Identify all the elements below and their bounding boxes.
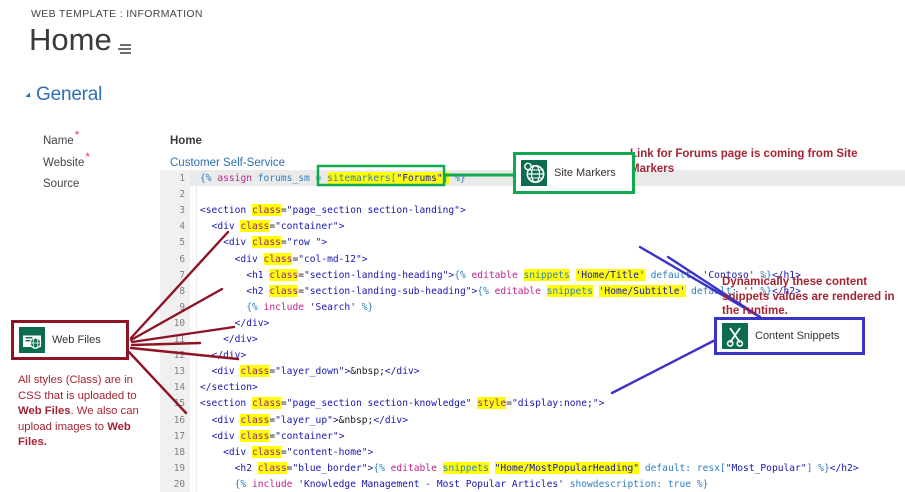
code-line-number: 12 — [173, 350, 185, 362]
code-line-number: 17 — [173, 430, 185, 442]
code-line-number: 13 — [173, 366, 185, 378]
code-line-number: 18 — [173, 446, 185, 458]
code-highlight — [252, 445, 281, 458]
code-line-number: 2 — [179, 189, 185, 201]
code-highlight — [442, 461, 489, 474]
code-line-number: 11 — [173, 334, 185, 345]
content-snippets-callout-box[interactable]: Content Snippets — [714, 317, 865, 355]
code-highlight — [269, 268, 299, 281]
code-line-number: 3 — [179, 205, 185, 217]
code-highlight — [494, 461, 640, 474]
web-files-label: Web Files — [52, 334, 101, 346]
required-asterisk-icon: * — [74, 128, 80, 143]
code-line[interactable]: <div class="content-home"> — [223, 446, 374, 458]
page-title: Home — [29, 22, 112, 57]
field-label-source: Source — [43, 178, 80, 190]
folder-web-file-icon — [19, 327, 45, 353]
hamburger-menu-icon[interactable] — [116, 44, 132, 56]
field-label-name-text: Name — [43, 135, 74, 147]
code-highlight — [240, 220, 270, 233]
code-line[interactable]: <section class="page_section section-kno… — [200, 398, 605, 410]
code-line[interactable]: <h2 class="blue_border">{% editable snip… — [234, 462, 859, 474]
field-label-website-text: Website — [43, 157, 85, 169]
code-highlight — [263, 252, 293, 265]
code-line[interactable]: {% include 'Knowledge Management - Most … — [234, 478, 709, 490]
required-asterisk-icon: * — [85, 150, 91, 165]
code-line[interactable]: <div class="row "> — [223, 237, 328, 249]
code-line[interactable]: <h2 class="section-landing-sub-heading">… — [246, 285, 801, 297]
code-line-number: 14 — [173, 382, 185, 394]
code-line[interactable]: <div class="layer_down">&nbsp;</div> — [211, 366, 420, 378]
code-line[interactable]: {% include 'Search' %} — [246, 301, 374, 313]
code-line[interactable]: <div class="container"> — [211, 221, 345, 233]
code-line-number: 15 — [173, 398, 185, 410]
section-header-general[interactable]: General — [36, 84, 103, 105]
annotation-site-markers-note: Link for Forums page is coming from Site… — [630, 148, 858, 175]
code-line[interactable]: </div> — [211, 350, 247, 362]
site-markers-label: Site Markers — [554, 167, 616, 179]
code-line-number: 6 — [179, 253, 185, 265]
code-highlight — [269, 284, 299, 297]
code-line-number: 19 — [173, 462, 185, 474]
code-line-number: 10 — [173, 317, 185, 329]
code-line[interactable]: </section> — [200, 382, 258, 394]
code-line[interactable]: <div class="col-md-12"> — [234, 253, 368, 265]
code-line-number: 9 — [179, 301, 185, 313]
gutter-separator — [196, 170, 197, 492]
site-markers-callout-box[interactable]: Site Markers — [513, 152, 635, 194]
web-files-callout-box[interactable]: Web Files — [11, 320, 129, 360]
code-highlight — [240, 365, 270, 378]
code-highlight — [257, 461, 287, 474]
code-highlight — [240, 429, 270, 442]
scissors-icon — [722, 323, 748, 349]
code-line[interactable]: </div> — [234, 317, 270, 329]
code-highlight — [477, 397, 507, 410]
code-line-number: 8 — [179, 285, 185, 297]
breadcrumb: WEB TEMPLATE : INFORMATION — [31, 8, 203, 20]
field-label-name: Name* — [43, 129, 79, 147]
code-line-number: 1 — [179, 173, 185, 184]
content-snippets-label: Content Snippets — [755, 330, 840, 342]
code-line-number: 20 — [173, 478, 185, 490]
code-highlight — [575, 268, 646, 281]
code-highlight — [240, 413, 270, 426]
annotation-content-snippets-note: Dynamically these content snippets value… — [722, 276, 895, 317]
field-value-website[interactable]: Customer Self-Service — [170, 157, 286, 169]
code-line-number: 7 — [179, 269, 185, 281]
code-highlight — [252, 397, 281, 410]
code-line-number: 4 — [179, 221, 185, 233]
section-collapse-caret-icon[interactable] — [25, 92, 33, 100]
code-line[interactable]: <h1 class="section-landing-heading">{% e… — [246, 269, 801, 281]
code-line[interactable]: {% assign forums_sm = sitemarkers["Forum… — [200, 173, 466, 184]
globe-site-marker-icon — [521, 160, 547, 186]
field-label-website: Website* — [43, 151, 90, 169]
code-highlight — [546, 284, 594, 297]
code-highlight — [252, 236, 281, 249]
field-value-name[interactable]: Home — [170, 135, 202, 147]
code-line[interactable]: <div class="container"> — [211, 430, 345, 442]
annotation-web-files-note: All styles (Class) are in CSS that is up… — [18, 374, 139, 448]
code-highlight — [252, 204, 281, 217]
code-line[interactable]: <section class="page_section section-lan… — [200, 205, 466, 217]
code-highlight — [523, 268, 570, 281]
code-line[interactable]: <div class="layer_up">&nbsp;</div> — [211, 414, 408, 426]
code-line-number: 5 — [179, 237, 185, 249]
code-line-number: 16 — [173, 414, 185, 426]
code-line[interactable]: </div> — [223, 334, 258, 345]
